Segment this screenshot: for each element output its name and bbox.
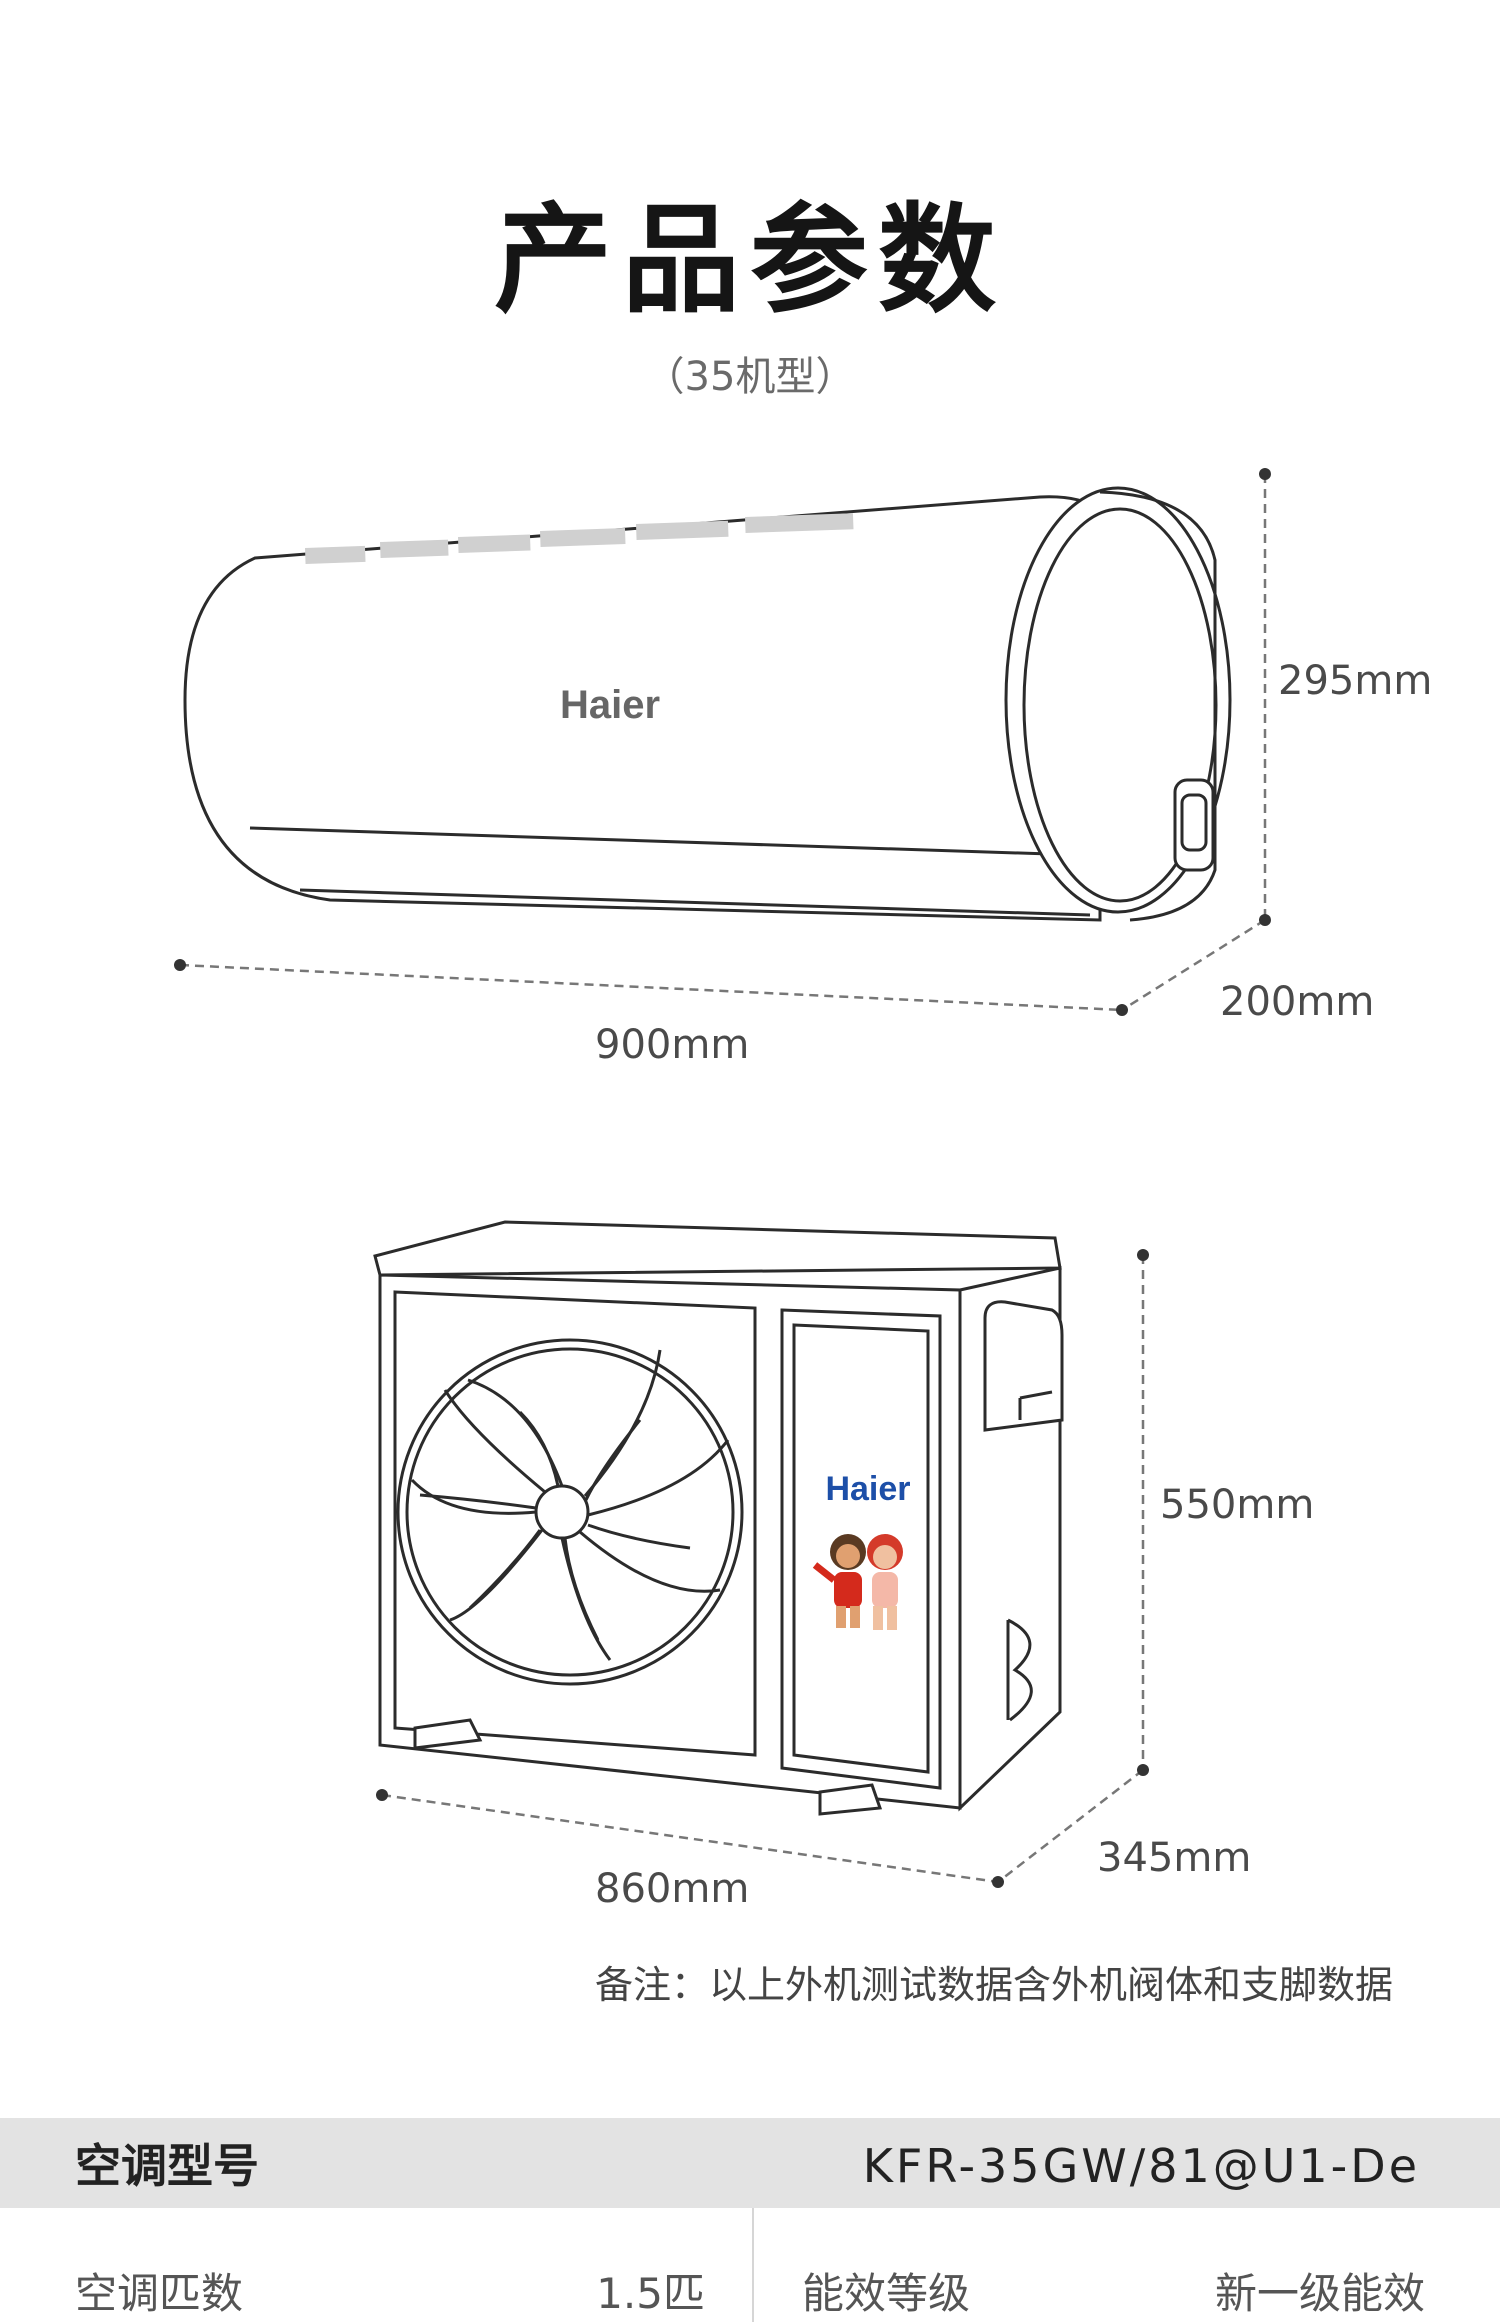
spec-row: 空调匹数 1.5匹 能效等级 新一级能效 [0,2208,1500,2322]
indoor-height-label: 295mm [1278,658,1433,704]
column-divider [752,2208,754,2322]
indoor-unit-illustration [183,486,1232,922]
outdoor-dimension-dots [376,1249,1149,1888]
outdoor-depth-label: 345mm [1097,1835,1252,1881]
indoor-dimension-lines [179,474,1267,1012]
footnote: 备注：以上外机测试数据含外机阀体和支脚数据 [595,1963,1394,2007]
model-value: KFR-35GW/81@U1-De [862,2139,1420,2193]
page-title: 产品参数 [493,191,1006,329]
outdoor-width-label: 860mm [595,1866,750,1912]
mascot-icon [812,1534,903,1630]
horsepower-label: 空调匹数 [75,2269,244,2318]
indoor-dimension-dots [174,468,1271,1016]
outdoor-dimension-lines [381,1255,1145,1884]
indoor-depth-label: 200mm [1220,979,1375,1025]
spec-row-model: 空调型号 KFR-35GW/81@U1-De [0,2118,1500,2208]
model-label: 空调型号 [75,2139,259,2193]
indoor-brand-logo: Haier [560,683,660,727]
outdoor-height-label: 550mm [1160,1482,1315,1528]
indoor-width-label: 900mm [595,1022,750,1068]
horsepower-value: 1.5匹 [596,2269,705,2318]
outdoor-brand-logo: Haier [825,1470,910,1508]
outdoor-unit-illustration [373,1220,1064,1816]
energy-grade-value: 新一级能效 [1214,2269,1425,2318]
energy-grade-label: 能效等级 [802,2269,971,2318]
model-subtitle: （35机型） [644,354,856,400]
